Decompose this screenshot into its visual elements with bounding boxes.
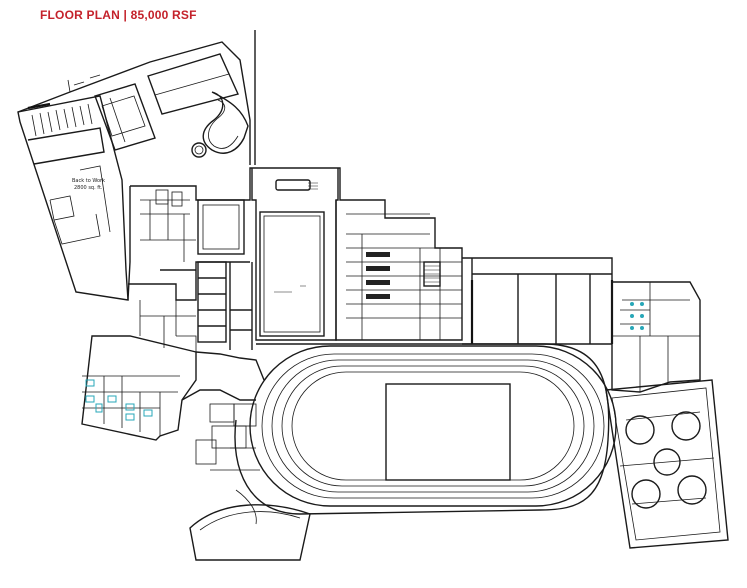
lobby-entrance	[189, 504, 311, 561]
back-to-work-name: Back to Work	[72, 178, 105, 184]
lower-offices	[181, 351, 311, 561]
floor-plan-title: FLOOR PLAN | 85,000 RSF	[40, 8, 197, 22]
walking-path	[202, 91, 249, 154]
admin-block	[127, 167, 463, 352]
lower-left-wing	[81, 335, 197, 441]
studios	[462, 257, 614, 345]
pool	[259, 211, 325, 337]
natatorium	[251, 168, 339, 341]
locker-rooms	[335, 200, 463, 341]
gym-room	[197, 199, 245, 255]
basketball-court	[605, 379, 729, 549]
spa	[275, 179, 311, 191]
fixtures-right	[630, 302, 644, 330]
fountain	[191, 142, 207, 158]
outdoor-area	[17, 30, 256, 165]
fixtures-left	[85, 379, 153, 421]
right-wing	[611, 281, 701, 393]
back-to-work-area: 2800 sq. ft.	[74, 185, 103, 191]
outbuilding	[94, 83, 156, 151]
running-track	[234, 343, 617, 515]
tennis-court-1	[147, 53, 239, 115]
infield	[385, 383, 511, 481]
back-to-work-wing: Back to Work 2800 sq. ft.	[17, 95, 129, 301]
